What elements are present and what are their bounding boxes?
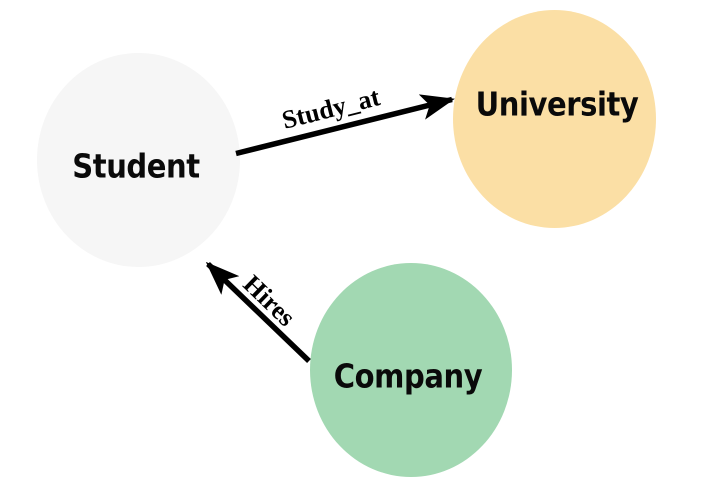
node-university — [453, 10, 656, 228]
node-company — [310, 263, 512, 477]
node-student — [37, 53, 240, 267]
edge-label-hires: Hires — [237, 269, 302, 332]
edge-label-study-at: Study_at — [278, 82, 383, 135]
node-label-company: Company — [333, 356, 483, 396]
node-label-university: University — [475, 84, 639, 124]
node-label-student: Student — [72, 146, 200, 186]
